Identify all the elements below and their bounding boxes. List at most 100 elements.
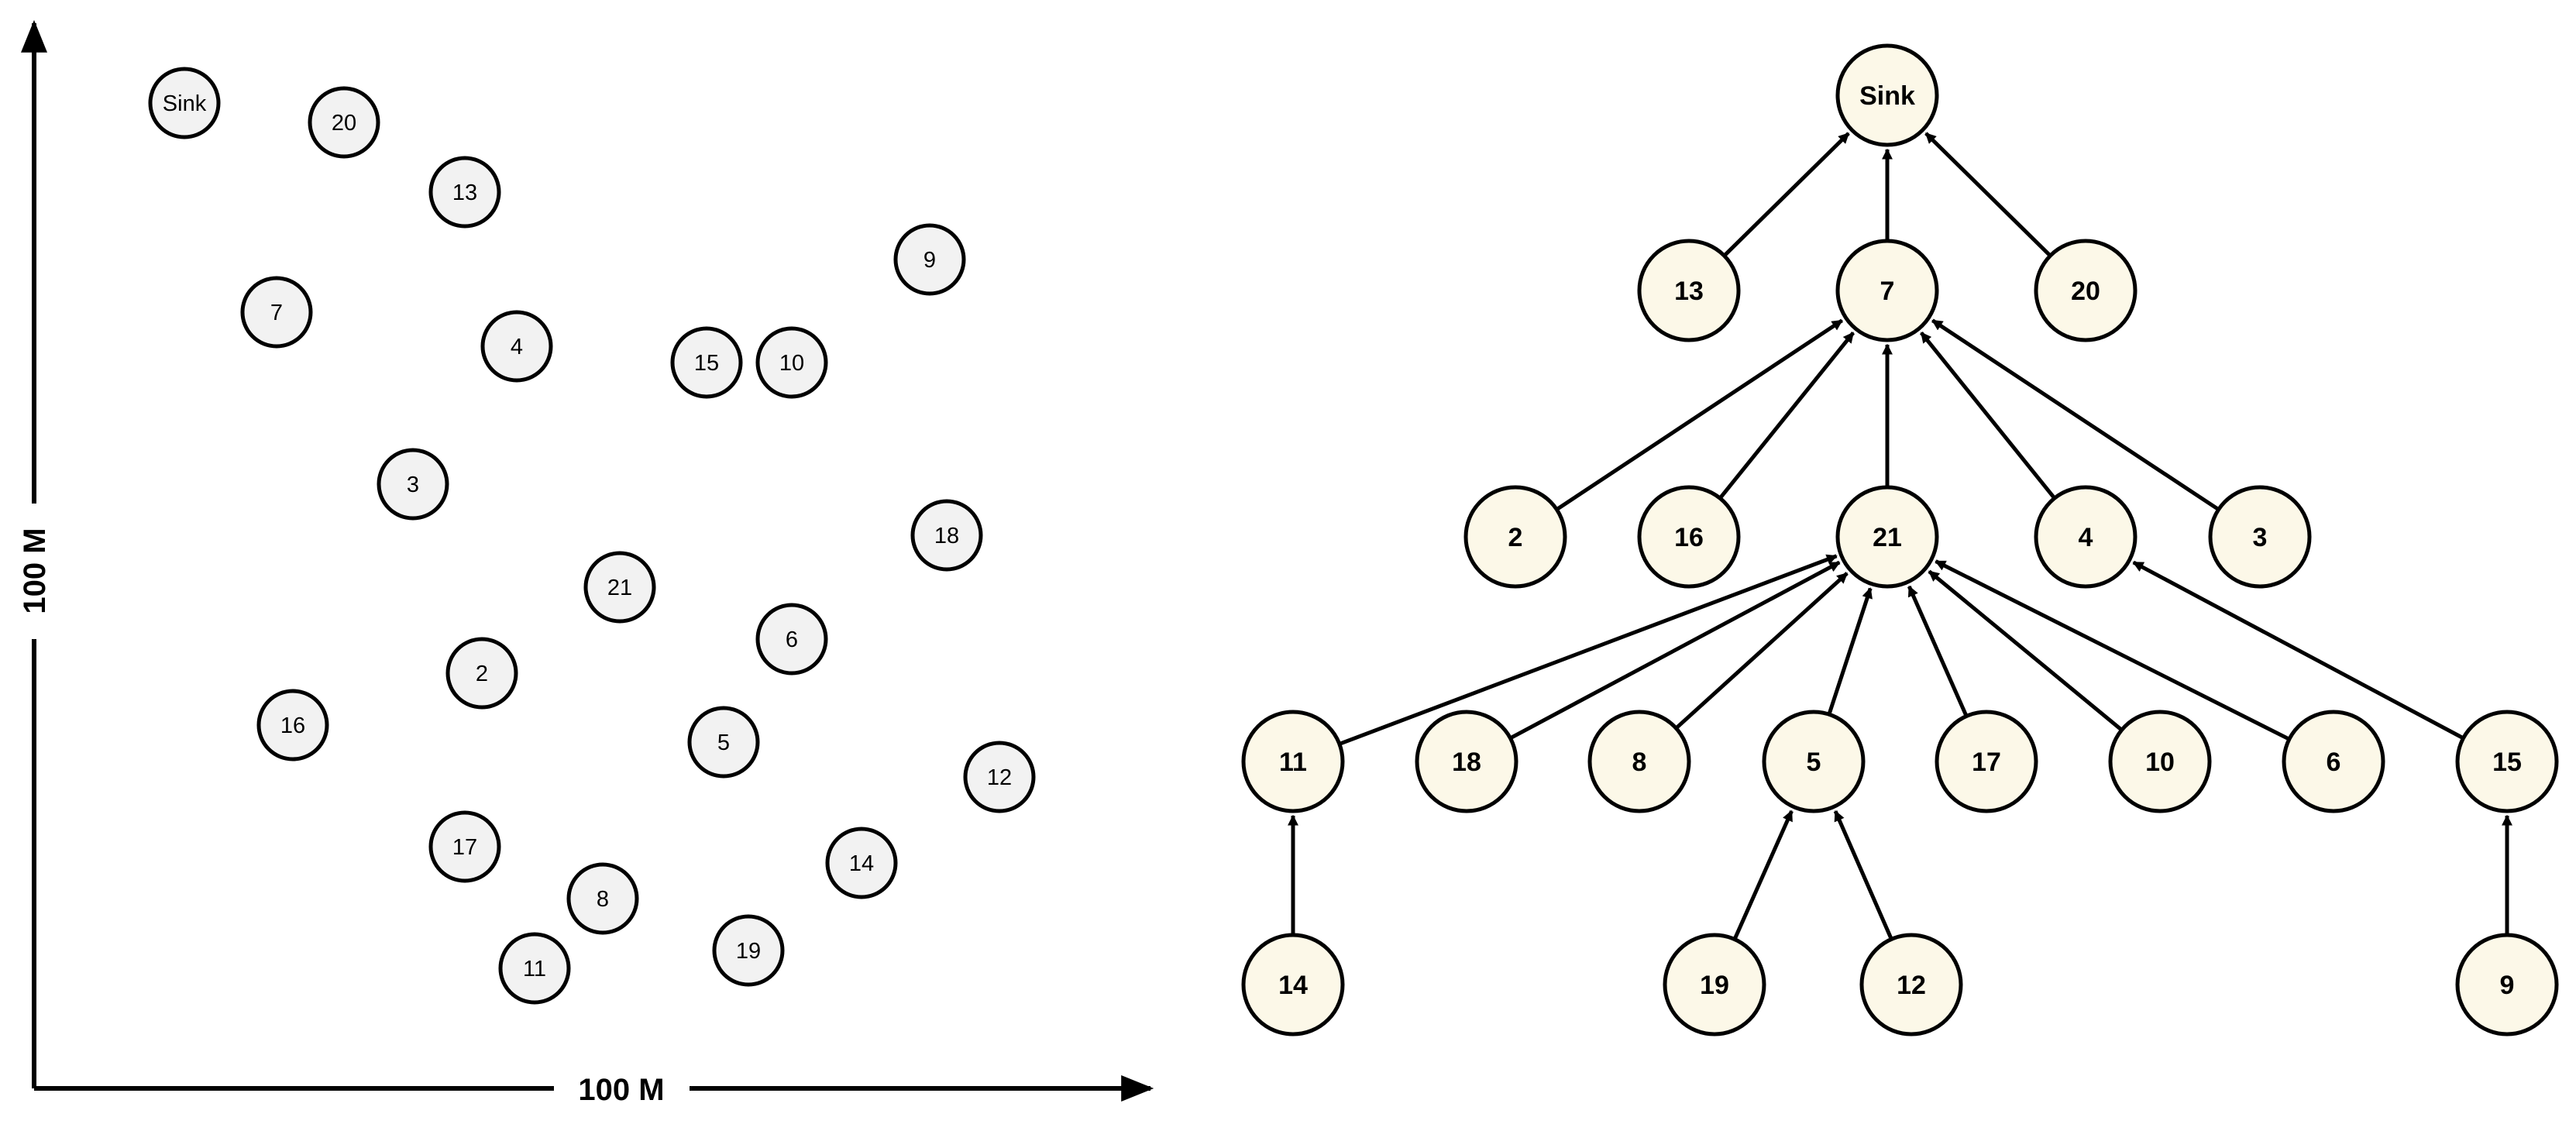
scatter-node-10: 10 xyxy=(755,326,828,399)
edge-4-to-7 xyxy=(1919,331,2055,499)
tree-node-label: 17 xyxy=(1972,748,2001,777)
tree-node-20: 20 xyxy=(2034,239,2137,342)
tree-node-label: 3 xyxy=(2253,523,2268,552)
scatter-node-sink: Sink xyxy=(148,67,221,139)
scatter-node-label: 19 xyxy=(736,939,761,964)
scatter-node-3: 3 xyxy=(377,448,449,521)
tree-edge-layer xyxy=(1288,132,2512,939)
scatter-node-label: 18 xyxy=(934,524,959,548)
scatter-node-2: 2 xyxy=(445,637,518,710)
edge-5-to-21 xyxy=(1828,587,1873,714)
tree-node-label: 8 xyxy=(1632,748,1647,777)
tree-node-10: 10 xyxy=(2108,710,2212,813)
scatter-node-label: 4 xyxy=(511,335,523,359)
tree-node-label: 18 xyxy=(1452,748,1481,777)
edge-6-to-21 xyxy=(1935,559,2289,741)
tree-node-13: 13 xyxy=(1637,239,1741,342)
scatter-node-label: 8 xyxy=(597,887,609,912)
tree-node-label: 10 xyxy=(2145,748,2175,777)
edge-17-to-21 xyxy=(1907,585,1968,716)
edge-15-to-4 xyxy=(2132,560,2463,740)
tree-node-label: 11 xyxy=(1279,748,1307,777)
edge-20-to-sink xyxy=(1924,132,2051,256)
scatter-node-label: 11 xyxy=(523,957,546,981)
scatter-node-label: 12 xyxy=(987,765,1012,790)
scatter-node-label: 16 xyxy=(280,713,305,738)
tree-node-12: 12 xyxy=(1859,933,1963,1036)
scatter-node-5: 5 xyxy=(687,706,760,779)
scatter-node-14: 14 xyxy=(825,827,898,899)
scatter-node-label: 3 xyxy=(407,473,419,497)
scatter-node-15: 15 xyxy=(670,326,743,399)
scatter-node-9: 9 xyxy=(893,223,966,296)
tree-node-9: 9 xyxy=(2455,933,2559,1036)
scatter-node-label: 10 xyxy=(779,351,804,376)
scatter-node-12: 12 xyxy=(963,741,1036,813)
scatter-node-label: 6 xyxy=(786,627,798,652)
tree-node-label: 4 xyxy=(2079,523,2093,552)
tree-node-2: 2 xyxy=(1463,485,1567,589)
scatter-node-label: 13 xyxy=(452,180,477,205)
scatter-node-label: Sink xyxy=(163,91,207,116)
tree-node-label: 2 xyxy=(1508,523,1523,552)
scatter-node-label: 9 xyxy=(923,248,936,273)
tree-node-label: 16 xyxy=(1674,523,1704,552)
scatter-node-6: 6 xyxy=(755,603,828,676)
edge-10-to-21 xyxy=(1928,569,2122,731)
tree-node-label: 20 xyxy=(2071,277,2100,306)
tree-node-3: 3 xyxy=(2208,485,2312,589)
scatter-node-20: 20 xyxy=(308,86,380,159)
tree-node-6: 6 xyxy=(2282,710,2385,813)
tree-node-14: 14 xyxy=(1241,933,1345,1036)
edge-8-to-21 xyxy=(1676,572,1849,729)
scatter-node-19: 19 xyxy=(712,914,785,987)
edge-19-to-5 xyxy=(1733,810,1794,939)
scatter-node-16: 16 xyxy=(256,689,329,761)
edge-18-to-21 xyxy=(1511,560,1841,740)
tree-node-7: 7 xyxy=(1835,239,1939,342)
tree-node-label: 21 xyxy=(1873,523,1902,552)
tree-node-19: 19 xyxy=(1663,933,1766,1036)
tree-node-16: 16 xyxy=(1637,485,1741,589)
scatter-node-18: 18 xyxy=(910,499,983,572)
tree-node-label: 13 xyxy=(1674,277,1704,306)
scatter-node-7: 7 xyxy=(240,276,313,349)
tree-node-label: 12 xyxy=(1897,971,1926,1000)
tree-node-label: Sink xyxy=(1859,81,1915,111)
tree-node-5: 5 xyxy=(1762,710,1866,813)
scatter-node-13: 13 xyxy=(428,156,501,229)
tree-node-label: 15 xyxy=(2492,748,2522,777)
edge-16-to-7 xyxy=(1719,331,1855,499)
edge-12-to-5 xyxy=(1833,810,1893,939)
scatter-node-label: 20 xyxy=(332,111,356,136)
tree-node-8: 8 xyxy=(1587,710,1691,813)
tree-node-21: 21 xyxy=(1835,485,1939,589)
scatter-node-11: 11 xyxy=(498,932,571,1005)
edge-3-to-7 xyxy=(1931,318,2219,510)
tree-node-label: 14 xyxy=(1278,971,1308,1000)
tree-node-sink: Sink xyxy=(1835,43,1939,147)
routing-tree: 2 3 4 5 6 7 8 9 10 11 12 13 14 15 16 17 18 19 20 21 Sink xyxy=(1241,43,2559,1036)
tree-node-layer: 2 3 4 5 6 7 8 9 10 11 12 13 14 15 16 17 18 19 20 21 Sink xyxy=(1241,43,2559,1036)
tree-node-label: 9 xyxy=(2500,971,2515,1000)
scatter-node-17: 17 xyxy=(428,810,501,883)
edge-11-to-21 xyxy=(1340,554,1838,745)
tree-node-15: 15 xyxy=(2455,710,2559,813)
scatter-node-label: 21 xyxy=(607,576,632,600)
scatter-node-label: 14 xyxy=(849,851,874,876)
x-axis-label: 100 M xyxy=(578,1073,664,1107)
tree-node-4: 4 xyxy=(2034,485,2137,589)
scatter-node-4: 4 xyxy=(480,310,553,383)
scatter-node-label: 15 xyxy=(694,351,719,376)
scatter-node-label: 5 xyxy=(717,731,730,755)
tree-node-label: 7 xyxy=(1880,277,1895,306)
edge-13-to-sink xyxy=(1724,132,1850,256)
scatter-node-8: 8 xyxy=(566,862,639,935)
scatter-node-label: 17 xyxy=(452,835,477,860)
tree-node-label: 6 xyxy=(2327,748,2341,777)
y-axis-label: 100 M xyxy=(18,528,52,614)
tree-node-17: 17 xyxy=(1935,710,2038,813)
scatter-node-21: 21 xyxy=(583,551,656,624)
